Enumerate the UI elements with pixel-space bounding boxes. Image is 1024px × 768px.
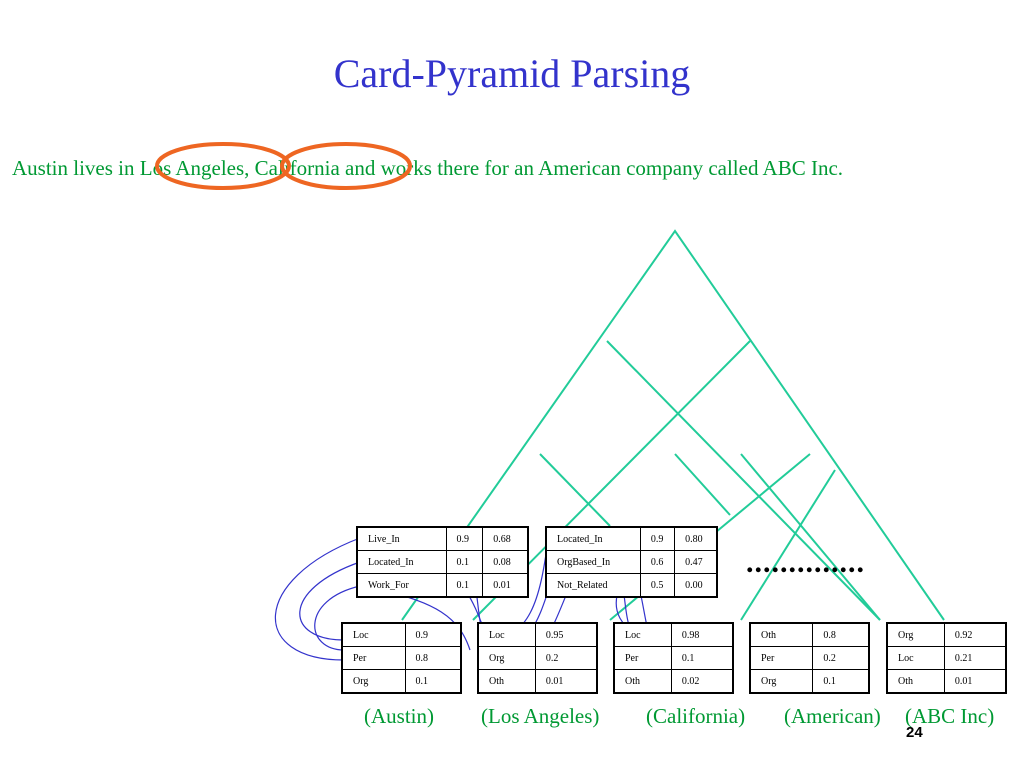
prob-cell: 0.9 xyxy=(639,526,676,551)
highlight-california xyxy=(280,142,412,190)
pyramid-edge xyxy=(740,469,836,621)
entity-label: Org xyxy=(477,646,536,670)
relation-label: OrgBased_In xyxy=(545,550,641,574)
prob-cell: 0.1 xyxy=(812,669,870,694)
pyramid-edge xyxy=(606,340,881,621)
pyramid-edge xyxy=(674,453,731,516)
prob-cell: 0.47 xyxy=(674,550,718,574)
prob-cell: 0.2 xyxy=(812,646,870,670)
prob-cell: 0.5 xyxy=(639,573,676,598)
prob-cell: 0.01 xyxy=(534,669,598,694)
prob-cell: 0.8 xyxy=(404,646,462,670)
entity-caption: (ABC Inc) xyxy=(905,704,995,728)
pyramid-outline xyxy=(401,229,945,621)
entity-label: Oth xyxy=(477,669,536,694)
prob-cell: 0.08 xyxy=(482,550,529,574)
prob-cell: 0.9 xyxy=(445,526,484,551)
prob-cell: 0.1 xyxy=(404,669,462,694)
prob-cell: 0.00 xyxy=(674,573,718,598)
prob-cell: 0.92 xyxy=(943,622,1007,647)
entity-label: Org xyxy=(749,669,814,694)
prob-cell: 0.80 xyxy=(674,526,718,551)
pyramid-edge xyxy=(539,453,611,527)
prob-cell: 0.21 xyxy=(943,646,1007,670)
continuation-dots: .............. xyxy=(746,546,865,579)
relation-label: Located_In xyxy=(545,526,641,551)
entity-label: Loc xyxy=(613,622,672,647)
link-curve xyxy=(314,585,361,651)
entity-caption: (American) xyxy=(784,704,881,728)
prob-cell: 0.68 xyxy=(482,526,529,551)
entity-label: Per xyxy=(749,646,814,670)
prob-cell: 0.9 xyxy=(404,622,462,647)
link-curve xyxy=(274,537,361,661)
prob-cell: 0.95 xyxy=(534,622,598,647)
prob-cell: 0.1 xyxy=(445,573,484,598)
entity-label: Loc xyxy=(477,622,536,647)
prob-cell: 0.98 xyxy=(670,622,734,647)
entity-caption: (Los Angeles) xyxy=(481,704,600,728)
entity-label: Oth xyxy=(749,622,814,647)
example-sentence: Austin lives in Los Angeles, California … xyxy=(12,156,844,180)
entity-label: Loc xyxy=(341,622,406,647)
prob-cell: 0.1 xyxy=(445,550,484,574)
page-number: 24 xyxy=(906,724,923,741)
prob-cell: 0.2 xyxy=(534,646,598,670)
prob-cell: 0.01 xyxy=(482,573,529,598)
entity-caption: (California) xyxy=(646,704,746,728)
entity-label: Per xyxy=(613,646,672,670)
relation-label: Work_For xyxy=(356,573,447,598)
prob-cell: 0.1 xyxy=(670,646,734,670)
entity-label: Org xyxy=(341,669,406,694)
slide-title: Card-Pyramid Parsing xyxy=(333,51,691,96)
link-curve xyxy=(299,561,361,641)
pyramid-edge xyxy=(740,453,881,621)
prob-cell: 0.02 xyxy=(670,669,734,694)
prob-cell: 0.8 xyxy=(812,622,870,647)
entity-caption: (Austin) xyxy=(364,704,434,728)
highlight-los-angeles xyxy=(155,142,291,190)
prob-cell: 0.6 xyxy=(639,550,676,574)
relation-label: Live_In xyxy=(356,526,447,551)
entity-label: Org xyxy=(886,622,945,647)
relation-label: Located_In xyxy=(356,550,447,574)
entity-label: Oth xyxy=(886,669,945,694)
relation-label: Not_Related xyxy=(545,573,641,598)
prob-cell: 0.01 xyxy=(943,669,1007,694)
entity-label: Oth xyxy=(613,669,672,694)
entity-label: Per xyxy=(341,646,406,670)
entity-label: Loc xyxy=(886,646,945,670)
